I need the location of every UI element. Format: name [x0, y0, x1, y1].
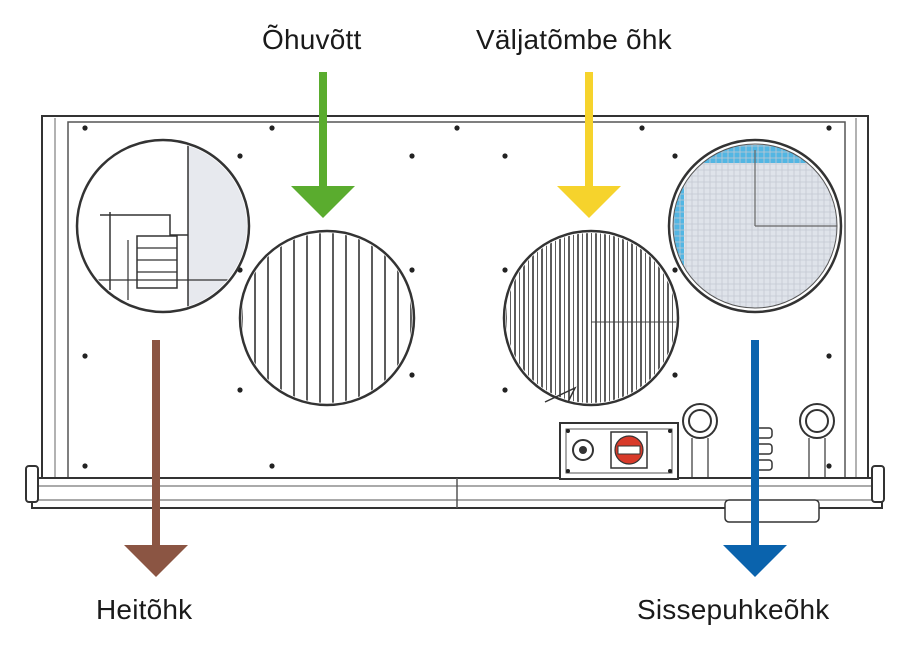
- extract-air-arrow-icon: [557, 72, 621, 218]
- panel-rivets: [82, 125, 832, 469]
- supply-air-label: Sissepuhkeõhk: [637, 594, 830, 625]
- outdoor-air-label: Õhuvõtt: [262, 24, 362, 55]
- exhaust-air-arrow-icon: [124, 340, 188, 577]
- pipe-connector-right: [799, 403, 835, 478]
- electrical-box: [559, 422, 679, 480]
- pipe-connector-left: [682, 403, 718, 478]
- extract-air-label: Väljatõmbe õhk: [476, 24, 672, 55]
- cable-glands: [755, 427, 773, 471]
- outdoor-air-arrow-icon: [291, 72, 355, 218]
- supply-air-arrow-icon: [723, 340, 787, 577]
- exhaust-air-label: Heitõhk: [96, 594, 193, 625]
- main-switch-icon: [610, 431, 648, 469]
